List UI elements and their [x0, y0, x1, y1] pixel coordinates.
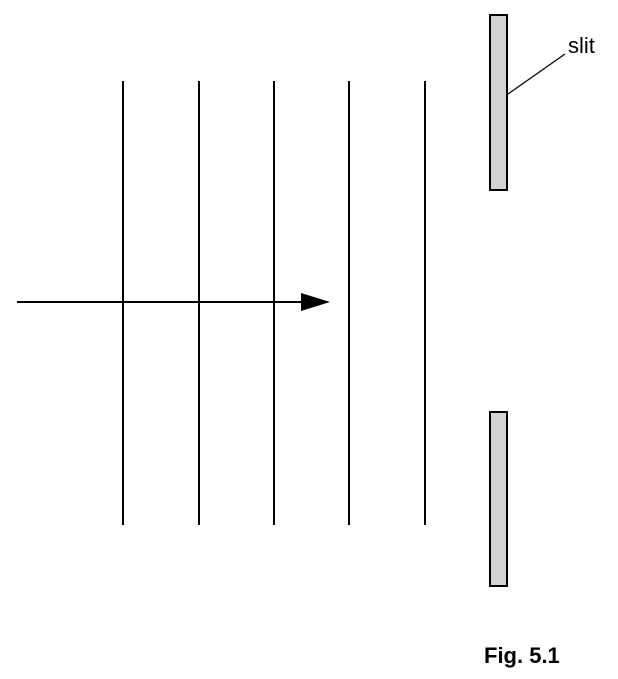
direction-arrow [17, 293, 330, 311]
slit-leader-line [507, 53, 566, 95]
barrier-upper-segment [489, 14, 508, 191]
figure-caption: Fig. 5.1 [484, 643, 560, 668]
arrow-head [301, 293, 330, 311]
barrier [489, 14, 508, 587]
barrier-lower-segment [489, 411, 508, 587]
slit-label: slit [568, 33, 595, 58]
